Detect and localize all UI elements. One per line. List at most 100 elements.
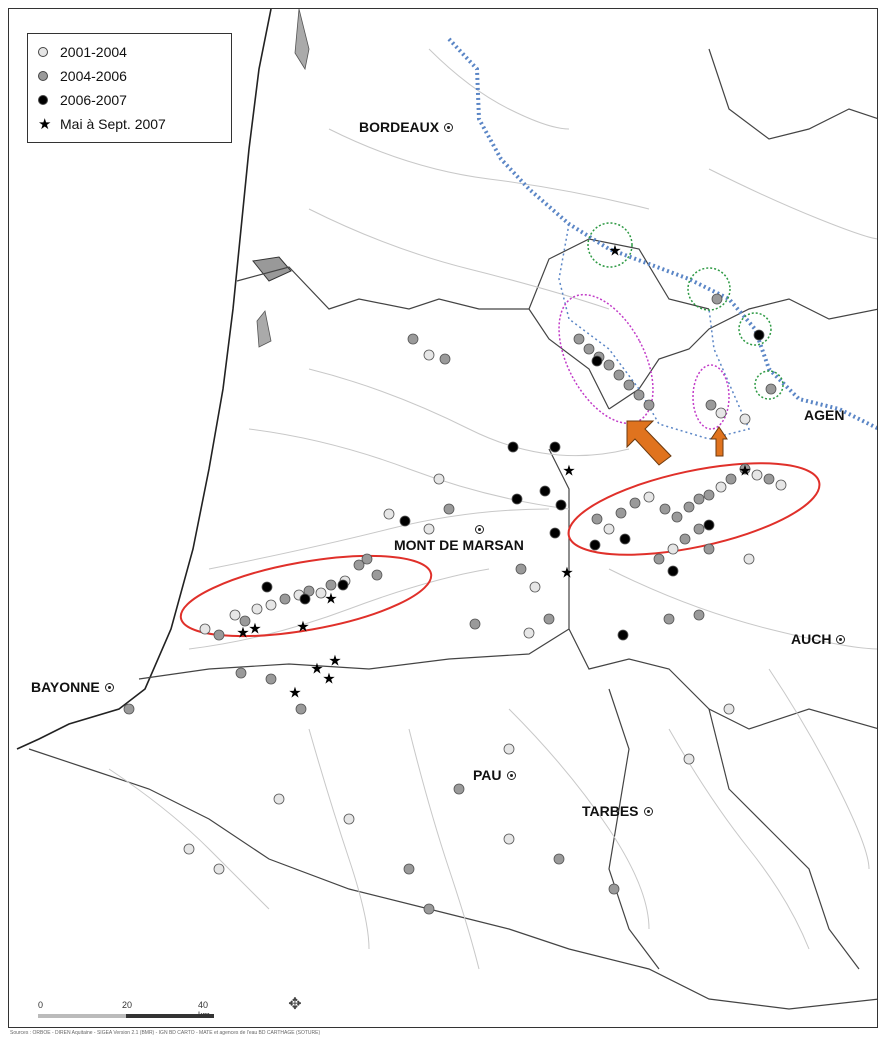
observation-point [603, 523, 615, 535]
observation-point [553, 853, 565, 865]
scale-bar: 0 20 40 km [38, 1000, 218, 1020]
observation-point [693, 609, 705, 621]
city-pau: PAU [473, 767, 516, 783]
city-label: BAYONNE [31, 679, 100, 695]
city-agen: AGEN [804, 407, 844, 423]
cluster-ellipse-small [692, 364, 730, 430]
observation-point [573, 333, 585, 345]
observation-point [433, 473, 445, 485]
legend-item-2001-2004: 2001-2004 [38, 40, 221, 64]
observation-point [213, 629, 225, 641]
scale-segment-dark [126, 1014, 214, 1018]
city-label: MONT DE MARSAN [394, 537, 524, 553]
star-icon: ★ [608, 242, 621, 260]
prefecture-marker-icon [643, 806, 653, 816]
city-label: BORDEAUX [359, 119, 440, 135]
observation-point [617, 629, 629, 641]
observation-point [439, 353, 451, 365]
star-icon: ★ [562, 462, 575, 480]
prefecture-marker-icon [475, 525, 484, 534]
observation-point [265, 673, 277, 685]
observation-point [715, 481, 727, 493]
cluster-ellipse-west [179, 554, 433, 638]
scale-label-mid: 20 [122, 1000, 133, 1010]
legend-item-2004-2006: 2004-2006 [38, 64, 221, 88]
observation-point [723, 703, 735, 715]
observation-point [633, 389, 645, 401]
observation-point [299, 593, 311, 605]
observation-point [229, 609, 241, 621]
observation-point [423, 903, 435, 915]
legend-label: 2006-2007 [60, 92, 127, 108]
observation-point [265, 599, 277, 611]
observation-point [763, 473, 775, 485]
observation-point [705, 399, 717, 411]
observation-point [239, 615, 251, 627]
prefecture-marker-icon [836, 634, 846, 644]
observation-point [443, 503, 455, 515]
observation-point [603, 359, 615, 371]
observation-point [543, 613, 555, 625]
coastal-lake [256, 310, 272, 348]
city-label: AGEN [804, 407, 845, 423]
city-bordeaux: BORDEAUX [359, 119, 454, 135]
observation-point [743, 553, 755, 565]
observation-point [765, 383, 777, 395]
scale-segment-light [38, 1014, 126, 1018]
observation-point [591, 513, 603, 525]
observation-point [529, 581, 541, 593]
observation-point [643, 399, 655, 411]
map-canvas: ★★★★★★★★★★★★ [16, 9, 877, 1010]
compass-rose-icon: ✥ [288, 996, 302, 1013]
observation-point [753, 329, 765, 341]
observation-point [325, 579, 337, 591]
star-icon: ★ [738, 462, 751, 480]
observation-point [371, 569, 383, 581]
observation-point [183, 843, 195, 855]
observation-point [343, 813, 355, 825]
prefecture-marker-icon [444, 122, 454, 132]
observation-point [683, 501, 695, 513]
observation-point [213, 863, 225, 875]
star-icon: ★ [324, 590, 337, 608]
observation-point [667, 543, 679, 555]
observation-point [403, 863, 415, 875]
observation-point [503, 743, 515, 755]
observation-point [511, 493, 523, 505]
legend-label: 2004-2006 [60, 68, 127, 84]
orange-arrows [626, 420, 728, 466]
light-circle-icon [38, 47, 48, 57]
observation-point [739, 413, 751, 425]
legend-item-mai-sept-2007: ★ Mai à Sept. 2007 [38, 112, 221, 136]
observation-point [295, 703, 307, 715]
city-label: TARBES [582, 803, 639, 819]
observation-point [407, 333, 419, 345]
scale-label-zero: 0 [38, 1000, 44, 1010]
observation-point [515, 563, 527, 575]
observation-point [555, 499, 567, 511]
observation-point [775, 479, 787, 491]
observation-point [507, 441, 519, 453]
observation-point [503, 833, 515, 845]
observation-point [235, 667, 247, 679]
green-circles [587, 222, 784, 400]
black-circle-icon [38, 95, 48, 105]
city-label: PAU [473, 767, 502, 783]
observation-point [711, 293, 723, 305]
observation-point [315, 587, 327, 599]
observation-point [539, 485, 551, 497]
observation-point [683, 753, 695, 765]
observation-point [671, 511, 683, 523]
observation-point [751, 469, 763, 481]
star-icon: ★ [38, 115, 52, 133]
observation-point [667, 565, 679, 577]
map-frame: ★★★★★★★★★★★★ 2001-2004 2004-2006 2006-20… [8, 8, 878, 1028]
observation-point [261, 581, 273, 593]
star-icon: ★ [296, 618, 309, 636]
grey-circle-icon [38, 71, 48, 81]
department-boundaries [28, 48, 877, 1010]
observation-point [469, 618, 481, 630]
gironde-estuary [294, 9, 310, 71]
garonne-river [447, 37, 877, 431]
observation-point [279, 593, 291, 605]
